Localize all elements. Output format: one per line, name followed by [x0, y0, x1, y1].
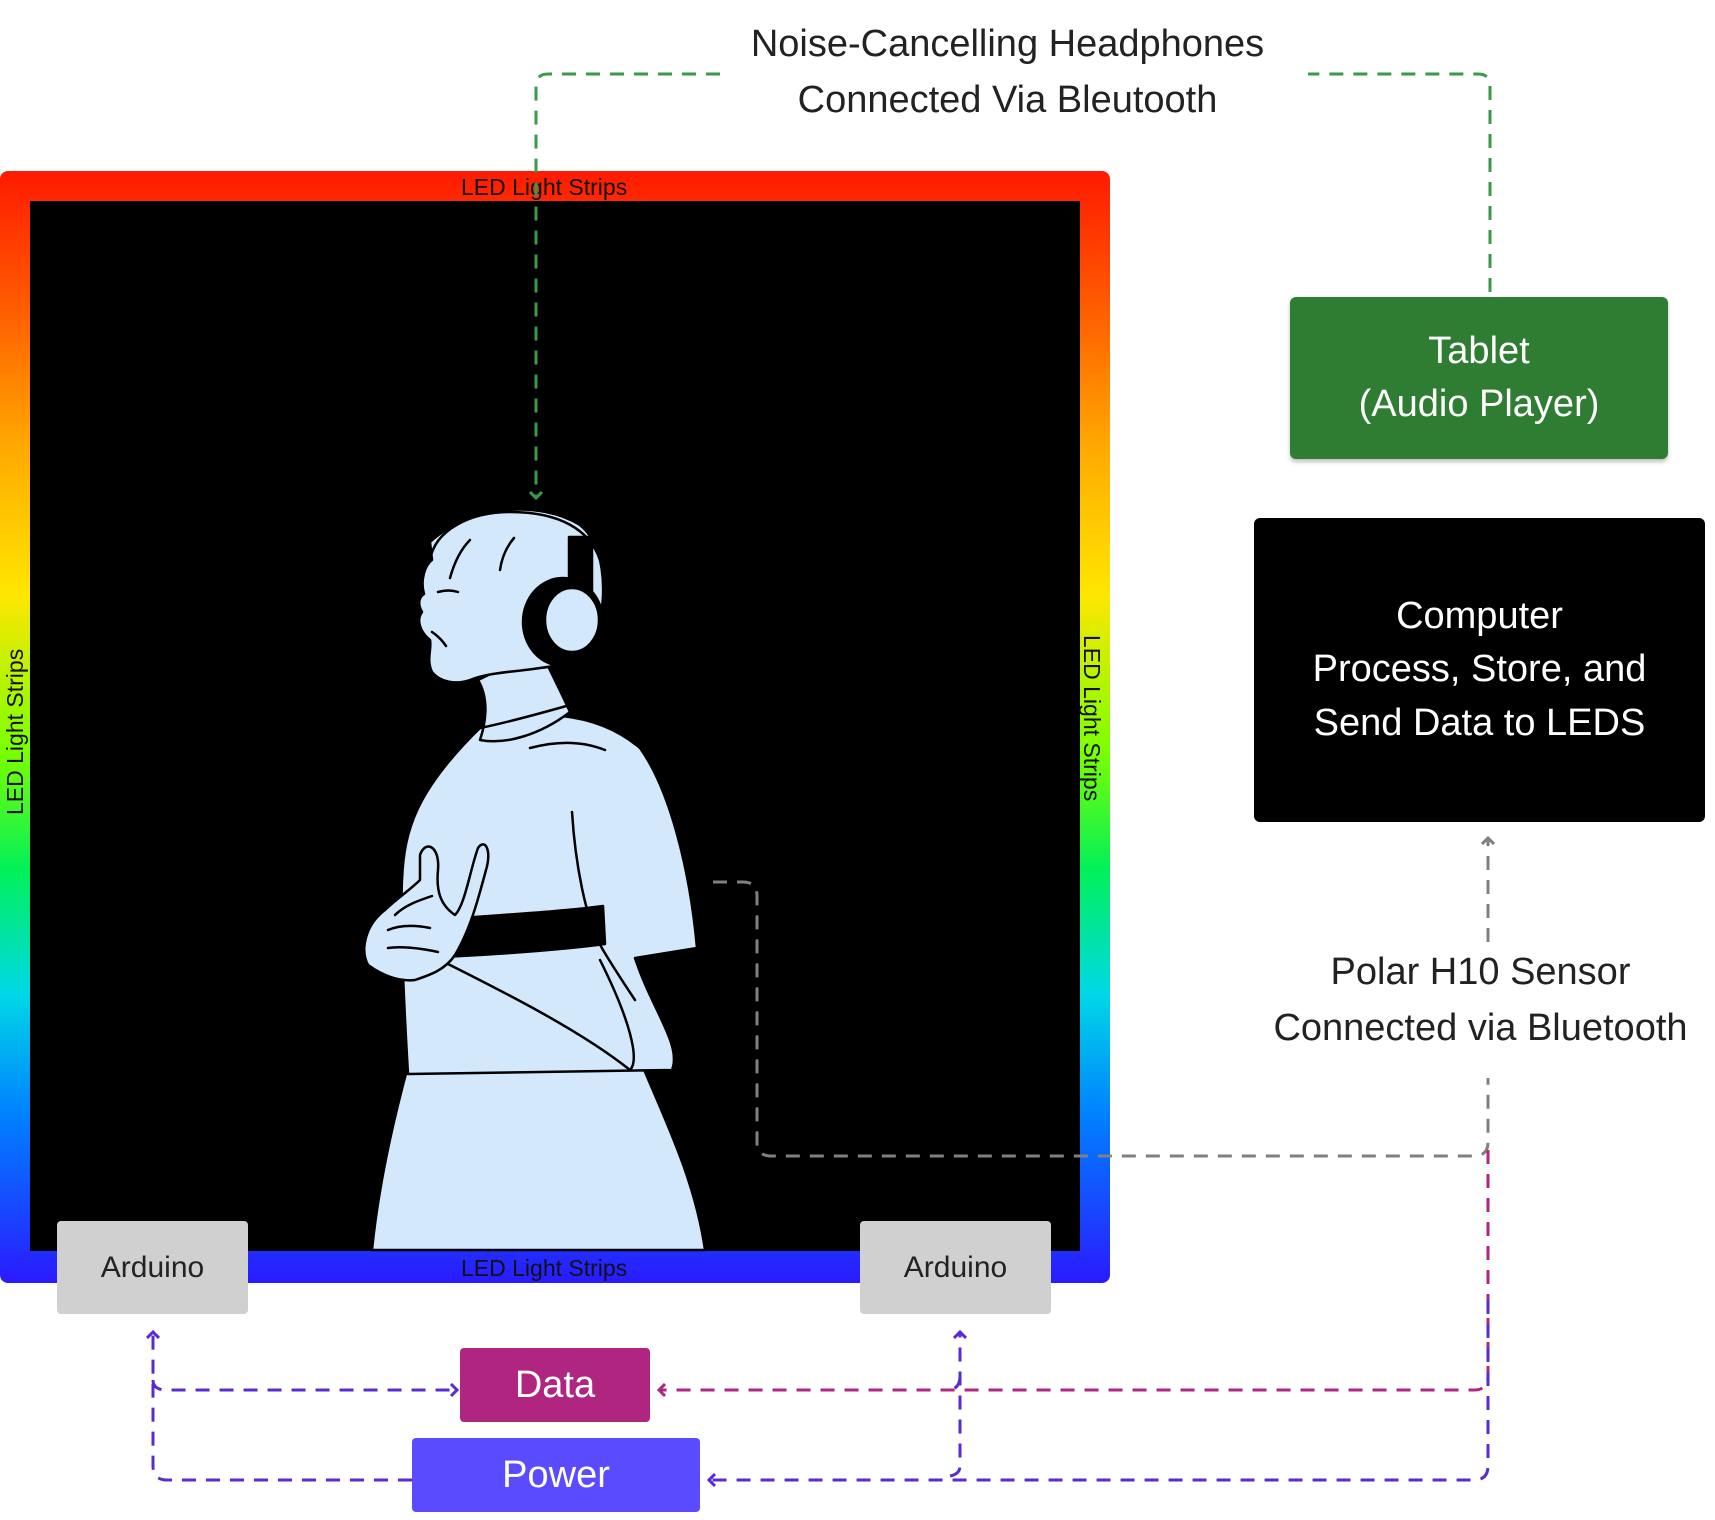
computer-desc-line1: Process, Store, and	[1312, 648, 1647, 691]
arduino-right-label: Arduino	[903, 1250, 1008, 1284]
tablet-sublabel: (Audio Player)	[1358, 383, 1600, 425]
sensor-label-line2: Connected via Bluetooth	[1273, 1006, 1688, 1049]
tablet-label: Tablet	[1428, 329, 1530, 372]
connector-computer-to-data	[659, 1150, 1490, 1390]
connector-right-arduino	[949, 1332, 960, 1478]
headphones-label-line1: Noise-Cancelling Headphones	[750, 23, 1265, 65]
connector-tablet-to-headphones	[536, 72, 1492, 498]
connector-right-arduino-data	[949, 1375, 962, 1392]
arduino-left-label: Arduino	[100, 1250, 205, 1284]
data-label: Data	[514, 1363, 596, 1406]
sensor-label-line1: Polar H10 Sensor	[1330, 951, 1631, 993]
connector-computer-to-power	[709, 1300, 1490, 1480]
led-label-bottom: LED Light Strips	[461, 1255, 628, 1281]
headphones-label: Noise-Cancelling Headphones Connected Vi…	[720, 22, 1295, 123]
computer-node: Computer Process, Store, and Send Data t…	[1254, 518, 1705, 822]
led-label-top: LED Light Strips	[461, 174, 628, 200]
figure-torso	[400, 713, 699, 1076]
arduino-right: Arduino	[860, 1221, 1051, 1314]
headphones-label-line2: Connected Via Bleutooth	[797, 78, 1218, 121]
connector-power-to-left-arduino	[153, 1332, 412, 1482]
person-with-headphones-illustration	[363, 508, 707, 1252]
power-node: Power	[412, 1438, 700, 1512]
tablet-node: Tablet (Audio Player)	[1290, 297, 1668, 459]
computer-label: Computer	[1396, 595, 1563, 638]
arduino-left: Arduino	[57, 1221, 248, 1314]
figure-arm	[438, 958, 635, 1072]
sensor-label: Polar H10 Sensor Connected via Bluetooth	[1248, 950, 1713, 1051]
power-label: Power	[502, 1453, 610, 1496]
connector-sensor-to-computer	[713, 838, 1488, 1158]
connector-left-arduino-data	[151, 1379, 457, 1390]
data-node: Data	[460, 1348, 650, 1422]
computer-desc-line2: Send Data to LEDS	[1313, 701, 1646, 744]
figure-skirt	[370, 1058, 707, 1252]
